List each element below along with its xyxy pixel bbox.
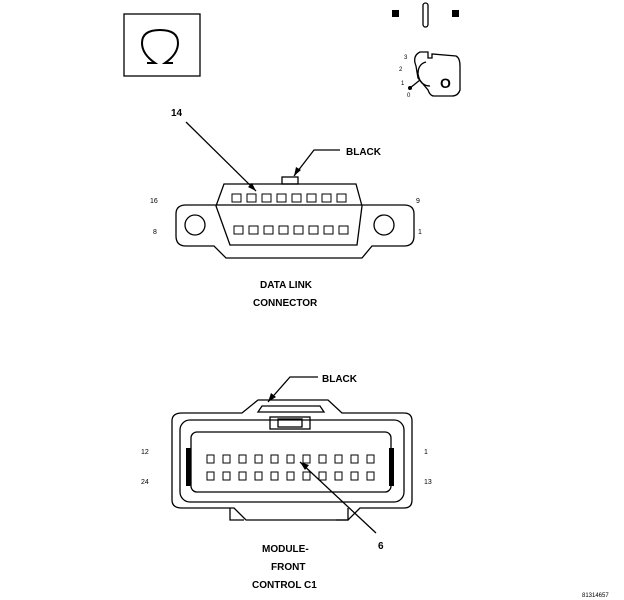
dlc-pins-bottom-row — [233, 225, 349, 235]
mfc-title-line1: MODULE- — [262, 544, 309, 555]
dlc-pin-9-label: 9 — [416, 198, 420, 205]
key-position-3: 3 — [404, 55, 408, 61]
black-leader-line — [293, 149, 340, 177]
dlc-title-line2: CONNECTOR — [253, 298, 318, 309]
pin-callout-6: 6 — [378, 541, 384, 552]
omega-ground-icon — [123, 13, 201, 77]
module-front-control-connector — [171, 376, 413, 534]
dlc-pins-top-row — [231, 193, 347, 203]
mfc-pin-12-label: 12 — [141, 449, 149, 456]
dlc-pin-16-label: 16 — [150, 198, 158, 205]
svg-text:O: O — [440, 75, 451, 91]
mount-hole-left — [184, 214, 206, 236]
key-position-2: 2 — [399, 67, 403, 73]
mfc-pins-top-row — [206, 454, 375, 464]
mfc-pin-24-label: 24 — [141, 479, 149, 486]
figure-id: 81314657 — [582, 593, 609, 599]
dlc-title-line1: DATA LINK — [260, 280, 313, 291]
mount-hole-right — [373, 214, 395, 236]
mfc-pin-13-label: 13 — [424, 479, 432, 486]
dlc-pin-1-label: 1 — [418, 229, 422, 236]
mfc-color-label: BLACK — [322, 374, 358, 385]
mfc-pins-bottom-row — [206, 471, 375, 481]
dlc-pin-8-label: 8 — [153, 229, 157, 236]
mfc-pin-1-label: 1 — [424, 449, 428, 456]
mfc-title-line3: CONTROL C1 — [252, 580, 317, 591]
pin-callout-14: 14 — [171, 108, 183, 119]
dlc-color-label: BLACK — [346, 147, 382, 158]
key-position-1: 1 — [401, 81, 405, 87]
data-link-connector — [175, 121, 415, 259]
mfc-title-line2: FRONT — [271, 562, 305, 573]
pin-6-leader-line — [299, 461, 377, 534]
ignition-key-icon: O 3 2 1 0 — [392, 2, 461, 99]
mfc-black-leader-line — [267, 376, 318, 403]
key-position-0: 0 — [407, 93, 411, 99]
pin-14-leader-line — [185, 121, 257, 192]
